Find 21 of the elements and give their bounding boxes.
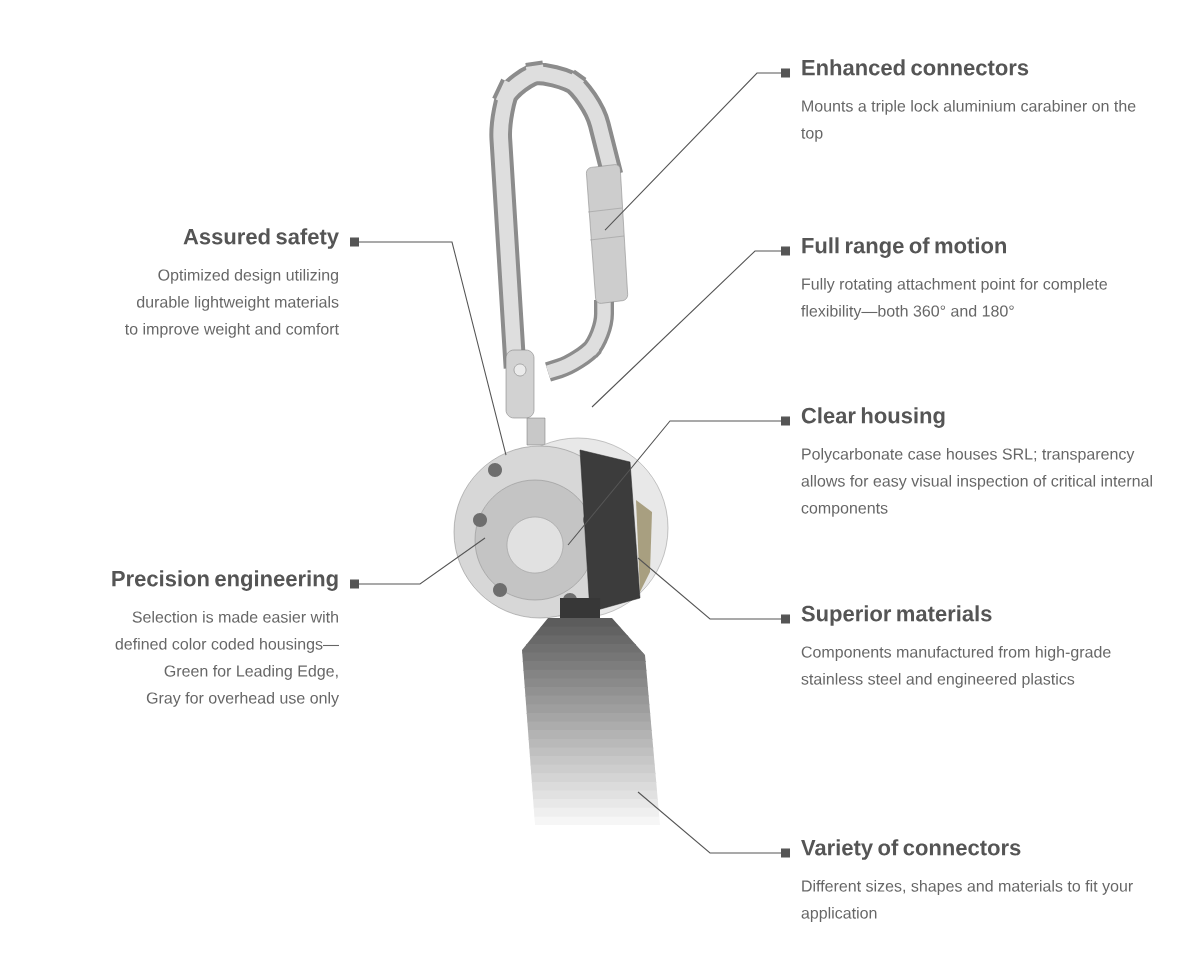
leader-line <box>637 791 790 858</box>
feature-description: Mounts a triple lock aluminium carabiner on the top <box>801 99 1136 142</box>
feature-heading: Superior materials <box>801 605 992 626</box>
leader-line <box>567 416 790 546</box>
leader-line <box>637 557 790 624</box>
feature-heading: Variety of connectors <box>801 839 1021 860</box>
feature-description: Fully rotating attachment point for complete flexibility—both 360° and 180° <box>801 277 1107 320</box>
feature-heading: Enhanced connectors <box>802 59 1029 76</box>
feature-description: Polycarbonate case houses SRL; transparency allows for easy visual inspection of critical internal components <box>801 447 1152 517</box>
feature-description: Different sizes, shapes and materials to fit your application <box>801 879 1133 922</box>
leader-line <box>591 246 790 408</box>
feature-description: Optimized design utilizing durable lightweight materials to improve weight and comfort <box>125 268 339 338</box>
feature-heading: Precision engineering <box>112 570 338 591</box>
leader-line <box>350 237 507 456</box>
feature-heading: Clear housing <box>801 407 945 428</box>
leader-line <box>604 68 790 231</box>
feature-heading: Assured safety <box>183 228 339 249</box>
feature-heading: Full range of motion <box>802 237 1006 258</box>
feature-description: Selection is made easier with defined color coded housings— Green for Leading Edge, Gray for overhead use only <box>115 610 339 707</box>
feature-description: Components manufactured from high-grade stainless steel and engineered plastics <box>801 645 1111 688</box>
leader-line <box>350 537 486 589</box>
